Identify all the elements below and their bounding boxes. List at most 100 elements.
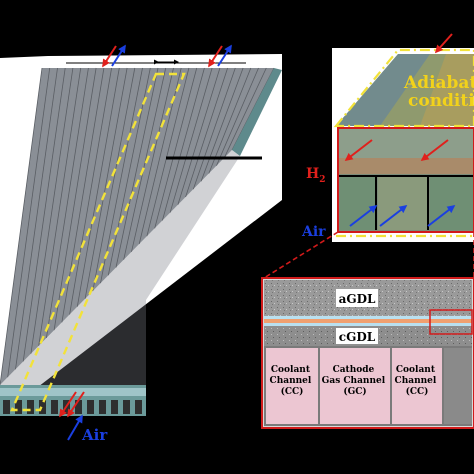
channel-rib-line — [92, 67, 136, 292]
channel-label-line: Coolant — [271, 365, 311, 375]
cathode-channel-left — [340, 176, 376, 230]
air-flow-arrow-icon — [379, 205, 408, 227]
cathode-channel-right — [430, 176, 474, 230]
cell-zoom-outline — [337, 127, 474, 233]
schematic-outline — [261, 277, 474, 429]
channel-rib-line — [53, 67, 97, 331]
channel-rib-line — [146, 67, 190, 237]
adiabatic-label-line1: Adiabatic — [403, 73, 474, 93]
air-flow-arrow-icon — [427, 205, 456, 227]
stack-side-face — [232, 68, 282, 156]
hydrogen-flow-arrow-icon — [344, 139, 373, 161]
cathode-gas-channel-label: Cathode Gas Channel (GC) — [322, 365, 389, 397]
channel-rib-line — [76, 67, 120, 307]
channel-rib-line — [100, 67, 143, 284]
channel-rib-line — [200, 67, 244, 182]
catalyst-layer — [264, 323, 472, 326]
hydrogen-flow-arrow-icon — [102, 45, 117, 68]
air-flow-arrow-icon — [217, 44, 232, 67]
adiabatic-surface-shade — [336, 54, 430, 126]
channel-rib-line — [154, 67, 198, 229]
channel-label-line: Channel — [270, 376, 312, 386]
front-channel-opening — [51, 400, 58, 414]
front-channel-opening — [87, 400, 94, 414]
air-zoom-label: Air — [301, 224, 326, 240]
channel-rib-line — [208, 67, 252, 174]
air-flow-arrow-icon — [349, 205, 378, 227]
front-channel-opening — [111, 400, 118, 414]
channel-rib-line — [7, 67, 51, 378]
channel-rib-line — [185, 67, 228, 198]
coolant-channel-right-label: Coolant Channel (CC) — [395, 365, 440, 397]
front-channel-opening — [39, 400, 46, 414]
channel-rib-line — [223, 67, 267, 158]
coolant-channel-right — [392, 348, 442, 424]
detail-zoom-outline — [429, 309, 473, 335]
hydrogen-flow-arrow-icon — [208, 45, 223, 68]
agdl-label-box — [336, 289, 378, 307]
hydrogen-label: H2 — [306, 166, 326, 185]
adiabatic-surface-shade — [420, 54, 474, 126]
channel-label-line: Channel — [395, 376, 437, 386]
channel-rib-line — [84, 67, 128, 299]
hydrogen-label-subscript: 2 — [319, 175, 325, 185]
anode-channel-band — [338, 128, 474, 158]
channel-label-line: (CC) — [281, 386, 304, 397]
cathode-gas-channel — [320, 348, 390, 424]
front-channel-opening — [15, 400, 22, 414]
channel-rib-line — [192, 67, 236, 190]
coolant-channel-left — [266, 348, 318, 424]
fuel-cell-stack: Air — [0, 44, 282, 444]
coolant-channel-left-label: Coolant Channel (CC) — [270, 365, 315, 397]
cgdl-label: cGDL — [339, 330, 376, 344]
front-channel-opening — [99, 400, 106, 414]
zoom-connector — [263, 231, 339, 279]
layer-schematic: aGDL cGDL Coolant Channel (CC) Cathode G… — [261, 277, 474, 429]
channel-rib-line — [46, 67, 89, 339]
front-channel-opening — [135, 400, 142, 414]
stack-front-face — [0, 150, 240, 416]
front-membrane-band — [0, 388, 146, 396]
hydrogen-flow-arrow-icon — [59, 391, 77, 418]
hydrogen-flow-arrow-icon — [67, 391, 85, 418]
channel-rib-line — [15, 67, 58, 370]
channel-rib-line — [177, 67, 221, 205]
channel-rib-line — [0, 67, 43, 386]
front-channel-opening — [123, 400, 130, 414]
channel-rib-line — [69, 67, 112, 315]
agdl-label: aGDL — [339, 292, 376, 306]
channel-rib-line — [38, 67, 82, 346]
catalyst-layer — [264, 316, 472, 319]
air-flow-arrow-icon — [67, 414, 83, 441]
channel-rib-line — [216, 67, 259, 166]
cgdl-label-box — [336, 328, 378, 344]
channel-rib-line — [131, 67, 174, 252]
adiabatic-boundary — [333, 48, 474, 128]
channel-rib-line — [123, 67, 167, 260]
channel-label-line: Gas Channel — [322, 376, 386, 386]
channel-rib-line — [22, 67, 66, 362]
channel-label-line: (GC) — [343, 386, 366, 397]
front-channel-opening — [27, 400, 34, 414]
hydrogen-label-prefix: H — [306, 166, 319, 182]
membrane-layer — [264, 316, 472, 326]
channel-rib-line — [162, 67, 205, 221]
adiabatic-label-line2: condition — [408, 91, 474, 111]
air-flow-arrow-icon — [111, 44, 126, 67]
membrane-band — [338, 158, 474, 174]
channel-rib-line — [115, 67, 159, 268]
hydrogen-flow-arrow-icon — [420, 139, 449, 161]
channel-label-line: Cathode — [333, 365, 375, 375]
rib-right — [444, 348, 472, 424]
single-channel-highlight — [10, 72, 186, 412]
front-cells — [0, 388, 146, 414]
channel-labels: Coolant Channel (CC) Cathode Gas Channel… — [270, 365, 440, 397]
channel-ribs — [0, 67, 275, 386]
channel-rib-line — [30, 67, 74, 354]
single-cell-zoom: Adiabatic condition H2 Air — [301, 33, 474, 242]
front-channel-opening — [3, 400, 10, 414]
channel-label-line: Coolant — [396, 365, 436, 375]
front-channel-opening — [75, 400, 82, 414]
air-inlet-label: Air — [81, 426, 108, 444]
